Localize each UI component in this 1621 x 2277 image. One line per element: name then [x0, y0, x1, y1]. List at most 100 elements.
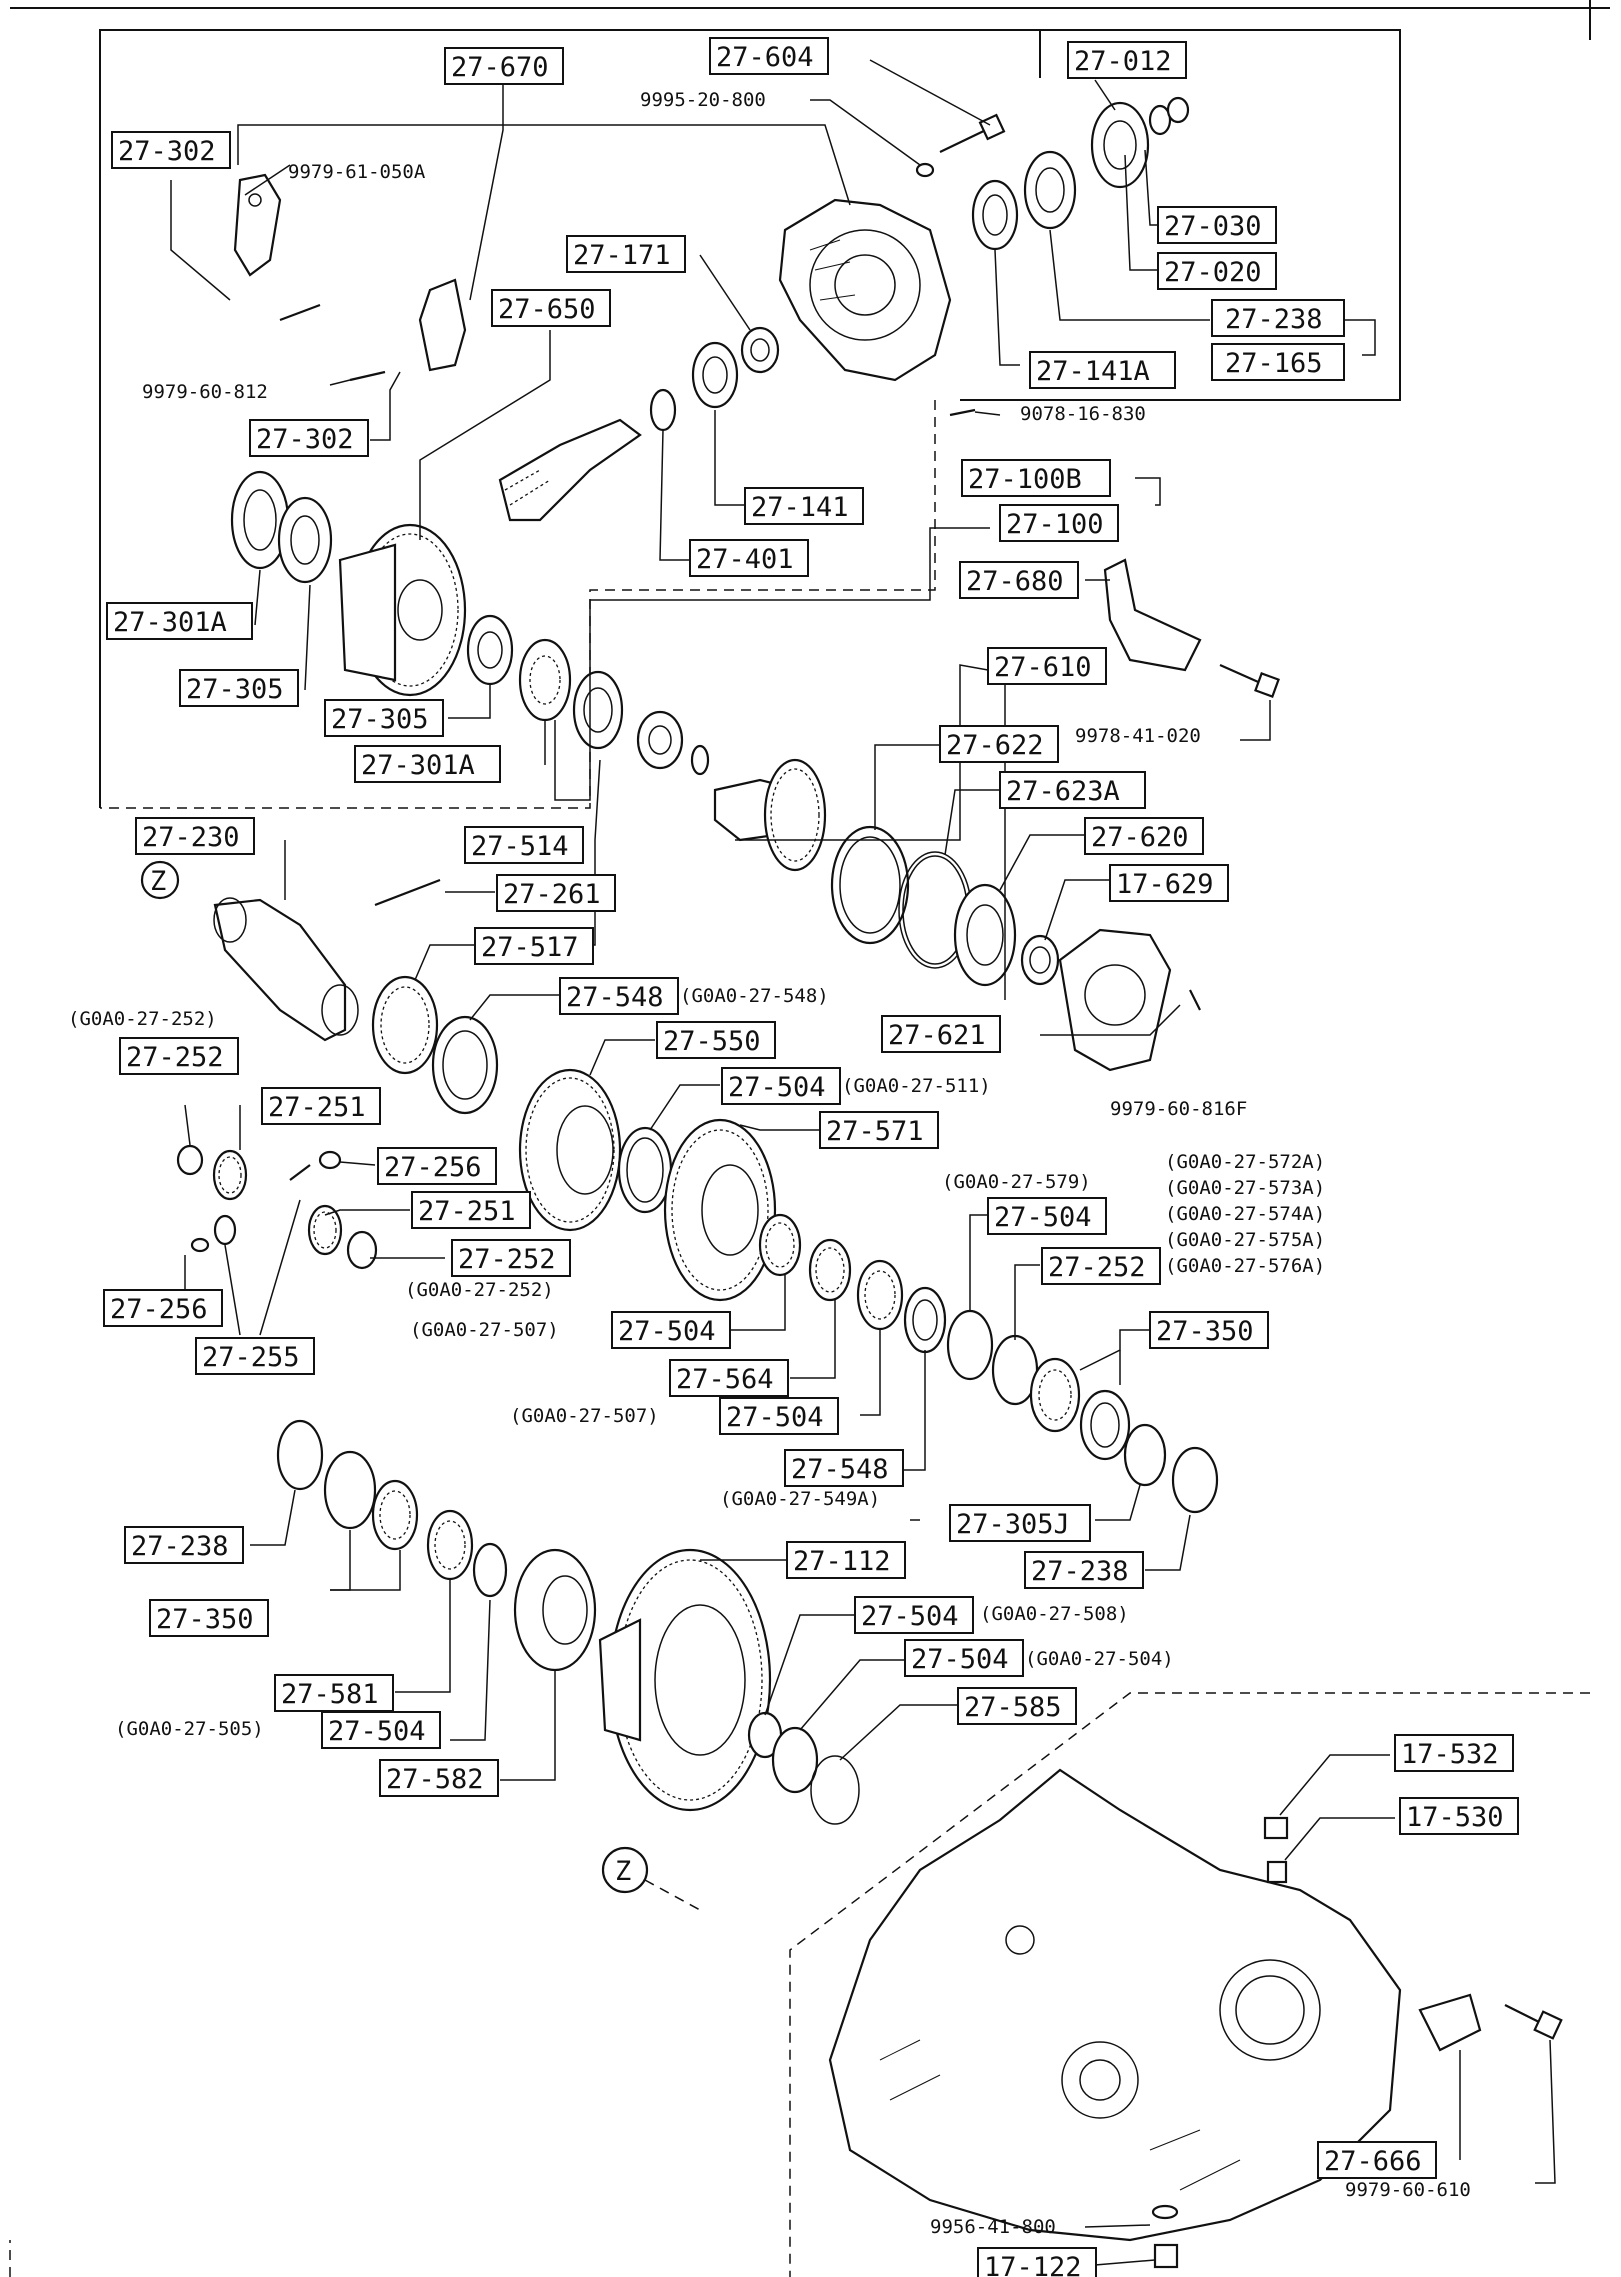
callout-27-301A-mid: 27-301A: [354, 745, 501, 783]
callout-27-581: 27-581: [274, 1674, 394, 1712]
svg-text:27-582: 27-582: [386, 1764, 484, 1795]
shim-27-622-part: [830, 825, 910, 945]
callout-27-305-left: 27-305: [179, 669, 299, 707]
bolt-9978-41-020-part: [1219, 663, 1280, 698]
callout-G0A0-27-574A: (G0A0-27-574A): [1165, 1203, 1325, 1225]
callout-27-514: 27-514: [464, 826, 584, 864]
svg-text:27-504: 27-504: [328, 1716, 426, 1747]
svg-text:(G0A0-27-507): (G0A0-27-507): [410, 1319, 559, 1341]
snap-ring-27-401-part: [649, 388, 677, 432]
callout-27-238-left: 27-238: [124, 1526, 244, 1564]
bearing-27-581-part: [371, 1479, 419, 1551]
callout-27-585: 27-585: [957, 1687, 1077, 1725]
svg-text:27-256: 27-256: [110, 1294, 208, 1325]
race-27-350b-part: [323, 1450, 377, 1530]
callout-27-582: 27-582: [379, 1759, 499, 1797]
svg-text:27-504: 27-504: [728, 1072, 826, 1103]
svg-text:27-238: 27-238: [131, 1531, 229, 1562]
hub-27-582-part: [513, 1548, 597, 1672]
svg-text:(G0A0-27-508): (G0A0-27-508): [980, 1603, 1129, 1625]
seal-27-012-part: [1090, 101, 1150, 189]
callout-27-030: 27-030: [1157, 206, 1277, 244]
transaxle-case-part: [828, 1768, 1402, 2242]
callout-labels: 27-670 27-302 9979-61-050A 27-604 9995-2…: [68, 37, 1519, 2277]
shift-lever-27-302-part: [233, 173, 282, 277]
callout-27-504-f: 27-504: [904, 1639, 1024, 1677]
bolt-9979-60-812-part: [349, 370, 386, 382]
svg-text:27-581: 27-581: [281, 1679, 379, 1710]
svg-text:27-650: 27-650: [498, 294, 596, 325]
bolt-9979-61-050A-part: [279, 303, 321, 322]
svg-text:9956-41-800: 9956-41-800: [930, 2216, 1056, 2238]
shim-27-504c-part: [946, 1309, 994, 1381]
callout-27-401: 27-401: [689, 539, 809, 577]
callout-27-517: 27-517: [474, 927, 594, 965]
cover-27-621-part: [1058, 928, 1172, 1072]
callout-27-350-left: 27-350: [149, 1599, 269, 1637]
bearing-27-238-part: [1023, 150, 1077, 230]
gear-hub-27-550-part: [518, 1068, 622, 1232]
callout-27-020: 27-020: [1157, 252, 1277, 290]
shim-27-305J-part: [1123, 1423, 1167, 1487]
svg-text:27-622: 27-622: [946, 730, 1044, 761]
svg-text:(G0A0-27-252): (G0A0-27-252): [405, 1279, 554, 1301]
plug-17-532-part: [1263, 1816, 1289, 1840]
callout-27-571: 27-571: [819, 1111, 939, 1149]
drawn-parts: [140, 96, 1563, 2269]
svg-text:(G0A0-27-505): (G0A0-27-505): [115, 1718, 264, 1740]
callout-27-238-top: 27-238: [1211, 299, 1345, 337]
seal-27-238c-part: [276, 1419, 324, 1491]
pinion-27-251b-part: [307, 1204, 343, 1256]
callout-9995-20-800: 9995-20-800: [640, 89, 766, 111]
plug-27-020-part: [1166, 96, 1190, 124]
svg-text:(G0A0-27-576A): (G0A0-27-576A): [1165, 1255, 1325, 1277]
svg-text:27-301A: 27-301A: [361, 750, 475, 781]
callout-27-252-mid: 27-252: [451, 1239, 571, 1277]
svg-text:27-251: 27-251: [418, 1196, 516, 1227]
callout-27-680: 27-680: [959, 561, 1079, 599]
svg-text:27-302: 27-302: [118, 136, 216, 167]
svg-text:27-350: 27-350: [156, 1604, 254, 1635]
svg-text:27-252: 27-252: [126, 1042, 224, 1073]
svg-text:27-623A: 27-623A: [1006, 776, 1120, 807]
bracket-27-670-part: [418, 278, 467, 372]
svg-text:9995-20-800: 9995-20-800: [640, 89, 766, 111]
bearing-27-350-part: [1029, 1357, 1131, 1461]
callout-27-504-g: 27-504: [321, 1711, 441, 1749]
svg-text:27-230: 27-230: [142, 822, 240, 853]
svg-text:27-305: 27-305: [331, 704, 429, 735]
callout-27-504-c: 27-504: [611, 1311, 731, 1349]
callout-17-122: 17-122: [977, 2247, 1097, 2277]
svg-text:27-504: 27-504: [861, 1601, 959, 1632]
svg-text:27-305: 27-305: [186, 674, 284, 705]
washer-27-252b-part: [346, 1230, 378, 1270]
callout-27-504-d: 27-504: [719, 1397, 839, 1435]
bearing-27-620-part: [953, 883, 1017, 987]
callout-G0A0-27-252-mid: (G0A0-27-252): [405, 1279, 554, 1301]
washer-9956-41-800-part: [1151, 2204, 1179, 2220]
ring-gear-case-part: [338, 523, 467, 697]
callout-27-670: 27-670: [444, 47, 564, 85]
svg-text:27-171: 27-171: [573, 240, 671, 271]
callout-G0A0-27-548: (G0A0-27-548): [680, 985, 829, 1007]
svg-text:27-550: 27-550: [663, 1026, 761, 1057]
callout-9956-41-800: 9956-41-800: [930, 2216, 1056, 2238]
svg-text:27-504: 27-504: [726, 1402, 824, 1433]
svg-text:27-504: 27-504: [994, 1202, 1092, 1233]
collar-27-171-part: [740, 326, 780, 374]
svg-text:27-504: 27-504: [618, 1316, 716, 1347]
callout-G0A0-27-507-b: (G0A0-27-507): [510, 1405, 659, 1427]
shim-27-504-part: [617, 1126, 673, 1214]
callout-G0A0-27-507-a: (G0A0-27-507): [410, 1319, 559, 1341]
svg-text:17-122: 17-122: [984, 2252, 1082, 2277]
callout-G0A0-27-505: (G0A0-27-505): [115, 1718, 264, 1740]
svg-text:(G0A0-27-504): (G0A0-27-504): [1025, 1648, 1174, 1670]
callout-27-141: 27-141: [744, 487, 864, 525]
svg-text:27-548: 27-548: [791, 1454, 889, 1485]
callout-27-548-mid: 27-548: [784, 1449, 904, 1487]
callout-27-301A-left: 27-301A: [106, 602, 253, 640]
gear-27-504d-part: [426, 1509, 474, 1581]
callout-27-610: 27-610: [987, 647, 1107, 685]
pin-27-261-part: [374, 878, 441, 907]
svg-text:(G0A0-27-252): (G0A0-27-252): [68, 1008, 217, 1030]
